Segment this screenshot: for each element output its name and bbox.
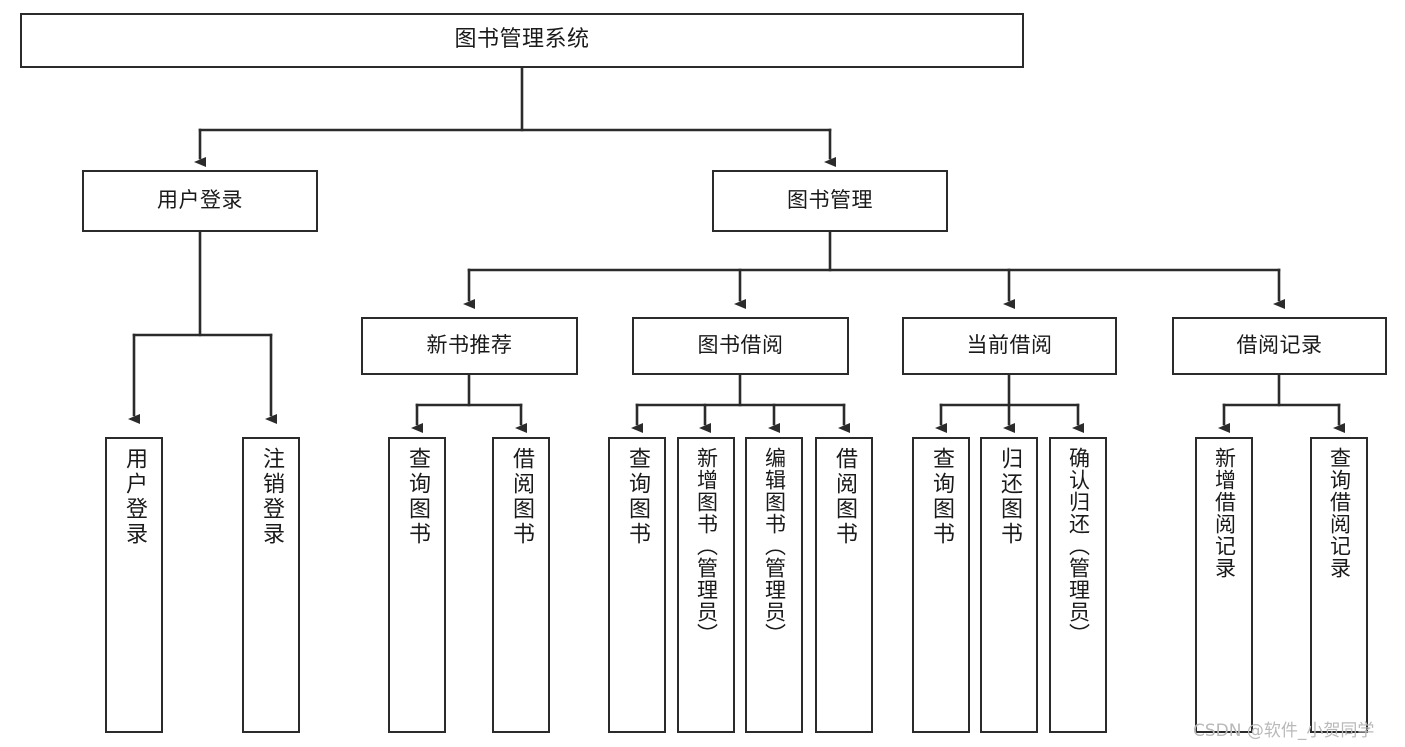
node-label: 新增图书（管理员）: [694, 447, 719, 645]
node-label: 编辑图书（管理员）: [762, 447, 787, 645]
leaf-logout[interactable]: 注销登录: [242, 437, 300, 733]
leaf-add-book-admin[interactable]: 新增图书（管理员）: [677, 437, 735, 733]
node-label: 借阅图书: [509, 447, 534, 547]
node-book-borrowing[interactable]: 图书借阅: [632, 317, 849, 375]
node-root-book-management-system[interactable]: 图书管理系统: [20, 13, 1024, 68]
node-label: 确认归还（管理员）: [1066, 447, 1091, 645]
node-label: 用户登录: [122, 447, 147, 547]
node-label: 借阅图书: [832, 447, 857, 547]
node-label: 查询图书: [929, 447, 954, 547]
node-label: 借阅记录: [1236, 333, 1323, 358]
leaf-query-book-recommendation[interactable]: 查询图书: [388, 437, 446, 733]
leaf-borrow-book-borrowing[interactable]: 借阅图书: [815, 437, 873, 733]
leaf-add-borrow-record[interactable]: 新增借阅记录: [1195, 437, 1253, 733]
leaf-return-book[interactable]: 归还图书: [980, 437, 1038, 733]
node-current-borrowing[interactable]: 当前借阅: [902, 317, 1117, 375]
node-label: 查询图书: [625, 447, 650, 547]
leaf-query-book-borrowing[interactable]: 查询图书: [608, 437, 666, 733]
node-label: 注销登录: [259, 447, 284, 547]
leaf-query-book-current[interactable]: 查询图书: [912, 437, 970, 733]
node-label: 当前借阅: [966, 333, 1053, 358]
leaf-edit-book-admin[interactable]: 编辑图书（管理员）: [745, 437, 803, 733]
node-label: 图书管理: [787, 188, 873, 213]
leaf-borrow-book-recommendation[interactable]: 借阅图书: [492, 437, 550, 733]
leaf-query-borrow-record[interactable]: 查询借阅记录: [1310, 437, 1368, 733]
node-borrowing-record[interactable]: 借阅记录: [1172, 317, 1387, 375]
leaf-user-login[interactable]: 用户登录: [105, 437, 163, 733]
node-label: 查询图书: [405, 447, 430, 547]
csdn-watermark: CSDN @软件_小贺同学: [1193, 721, 1375, 741]
node-label: 归还图书: [997, 447, 1022, 547]
node-book-management[interactable]: 图书管理: [712, 170, 948, 232]
node-label: 图书借阅: [697, 333, 784, 358]
node-label: 用户登录: [157, 188, 243, 213]
node-label: 新增借阅记录: [1212, 447, 1237, 579]
node-label: 查询借阅记录: [1327, 447, 1352, 579]
leaf-confirm-return-admin[interactable]: 确认归还（管理员）: [1049, 437, 1107, 733]
node-label: 新书推荐: [426, 333, 513, 358]
node-new-book-recommendation[interactable]: 新书推荐: [361, 317, 578, 375]
node-user-login[interactable]: 用户登录: [82, 170, 318, 232]
node-label: 图书管理系统: [454, 27, 590, 53]
